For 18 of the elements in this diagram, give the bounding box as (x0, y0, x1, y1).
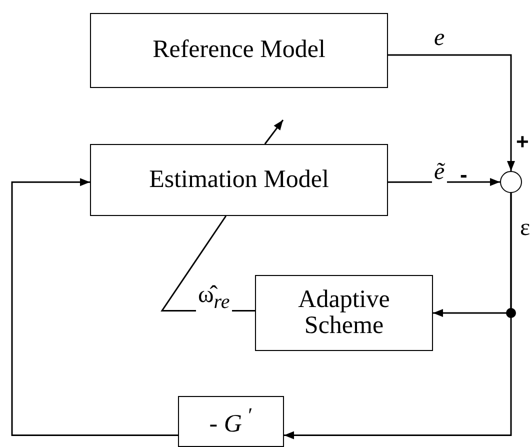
connector-arrow (388, 178, 500, 186)
summing-junction-circle (500, 171, 522, 193)
block-box (90, 144, 388, 216)
block-label: Adaptive Scheme (297, 286, 391, 340)
block-label: Reference Model (152, 37, 326, 64)
block-box (178, 396, 284, 447)
edge-label: ẽ (432, 160, 447, 184)
connector-arrow (264, 120, 284, 144)
connector-arrow (388, 54, 515, 171)
sign-label: + (516, 131, 529, 153)
edge-label: ω̂$_{re}$ (196, 283, 232, 312)
sign-label: - (460, 164, 468, 186)
block-label: - G $^{′}$ (209, 405, 253, 438)
connector-arrow (284, 193, 512, 440)
block-label: Estimation Model (149, 166, 329, 194)
block-box (90, 13, 388, 88)
block-box (255, 275, 433, 351)
connector-arrow (11, 178, 178, 436)
